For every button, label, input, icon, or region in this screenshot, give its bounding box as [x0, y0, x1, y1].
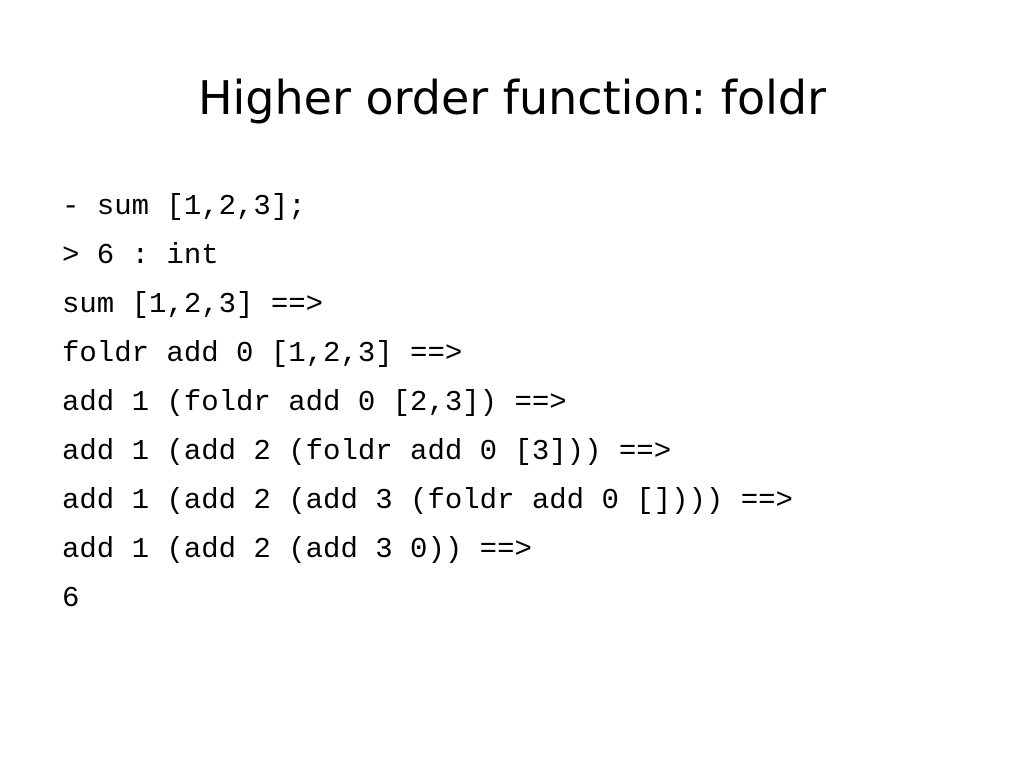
code-line-4: foldr add 0 [1,2,3] ==>: [62, 337, 463, 370]
slide-title: Higher order function: foldr: [197, 71, 827, 125]
code-line-5: add 1 (foldr add 0 [2,3]) ==>: [62, 386, 567, 419]
code-listing: - sum [1,2,3]; > 6 : int sum [1,2,3] ==>…: [62, 182, 793, 623]
code-line-8: add 1 (add 2 (add 3 0)) ==>: [62, 533, 532, 566]
code-line-7: add 1 (add 2 (add 3 (foldr add 0 []))) =…: [62, 484, 793, 517]
code-line-3: sum [1,2,3] ==>: [62, 288, 324, 321]
code-line-6: add 1 (add 2 (foldr add 0 [3])) ==>: [62, 435, 672, 468]
code-line-1: - sum [1,2,3];: [62, 190, 306, 223]
code-line-2: > 6 : int: [62, 239, 219, 272]
code-line-9: 6: [62, 582, 80, 615]
